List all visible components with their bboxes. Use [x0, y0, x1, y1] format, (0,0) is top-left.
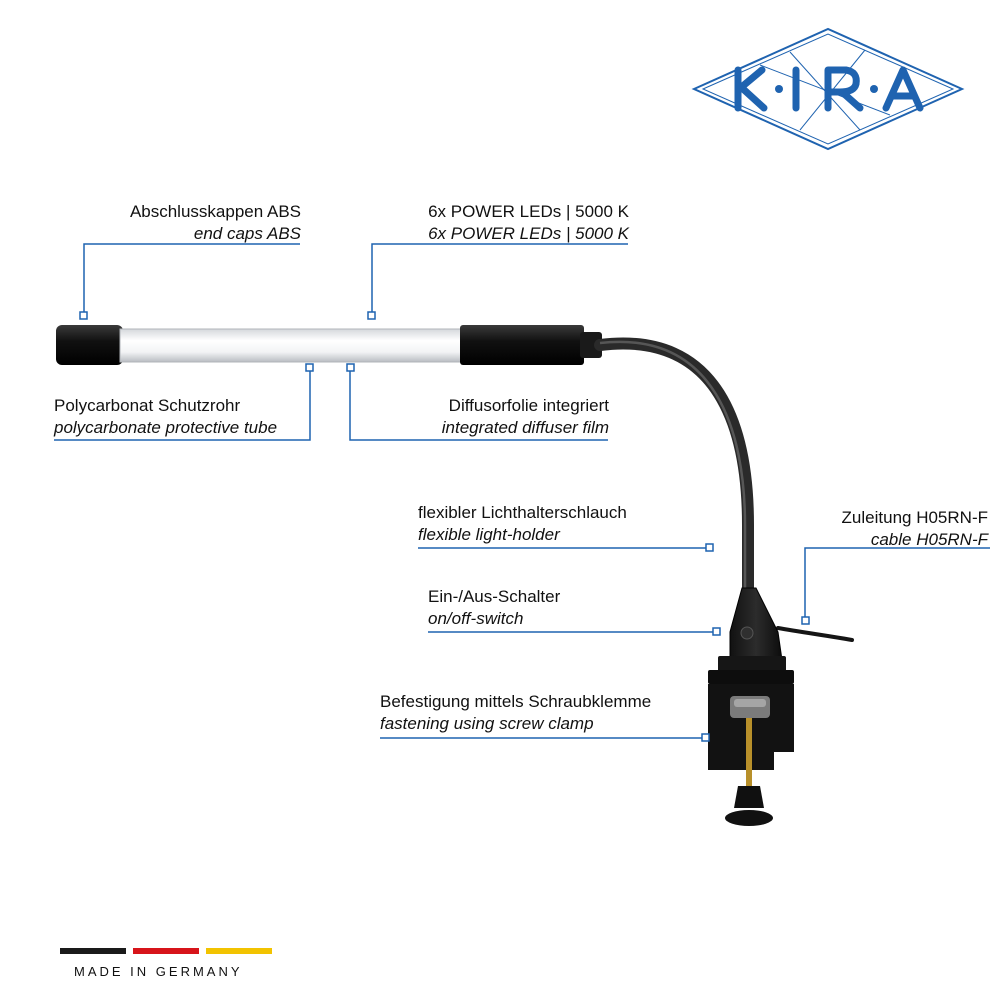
flag-bar-gold	[206, 948, 272, 954]
flag-bar-red	[133, 948, 199, 954]
callout-switch: Ein-/Aus-Schalter on/off-switch	[428, 586, 560, 630]
callout-label-en: end caps ABS	[193, 224, 301, 243]
lamp-head	[56, 325, 602, 365]
callout-label-en: polycarbonate protective tube	[54, 418, 278, 437]
callout-cable: Zuleitung H05RN-F cable H05RN-F	[842, 507, 988, 551]
callout-label-de: Diffusorfolie integriert	[448, 396, 609, 415]
callout-label-en: 6x POWER LEDs | 5000 K	[428, 224, 629, 243]
germany-flag-bars	[60, 948, 272, 954]
callout-label-de: Befestigung mittels Schraubklemme	[380, 692, 652, 711]
callout-label-de: 6x POWER LEDs | 5000 K	[428, 202, 629, 221]
callout-label-en: on/off-switch	[428, 609, 524, 628]
callout-label-en: fastening using screw clamp	[380, 714, 594, 733]
power-cable	[776, 626, 854, 642]
callout-power-leds: 6x POWER LEDs | 5000 K 6x POWER LEDs | 5…	[428, 201, 629, 245]
callout-clamp: Befestigung mittels Schraubklemme fasten…	[380, 691, 651, 735]
callout-label-en: flexible light-holder	[418, 525, 560, 544]
callout-label-de: Zuleitung H05RN-F	[841, 508, 988, 527]
callout-diffuser-film: Diffusorfolie integriert integrated diff…	[442, 395, 609, 439]
made-in-germany-text: MADE IN GERMANY	[74, 964, 243, 979]
callout-label-de: Abschlusskappen ABS	[129, 202, 301, 221]
callout-light-holder: flexibler Lichthalterschlauch flexible l…	[418, 502, 627, 546]
gooseneck	[594, 337, 754, 596]
callout-label-de: flexibler Lichthalterschlauch	[418, 503, 627, 522]
callout-protective-tube: Polycarbonat Schutzrohr polycarbonate pr…	[54, 395, 277, 439]
callout-label-en: integrated diffuser film	[441, 418, 609, 437]
kira-logo	[691, 27, 965, 151]
flag-bar-black	[60, 948, 126, 954]
callout-label-de: Ein-/Aus-Schalter	[428, 587, 561, 606]
lamp-base	[708, 587, 794, 826]
callout-lines	[54, 243, 990, 742]
callout-label-en: cable H05RN-F	[870, 530, 988, 549]
callout-label-de: Polycarbonat Schutzrohr	[54, 396, 241, 415]
callout-end-caps: Abschlusskappen ABS end caps ABS	[130, 201, 301, 245]
